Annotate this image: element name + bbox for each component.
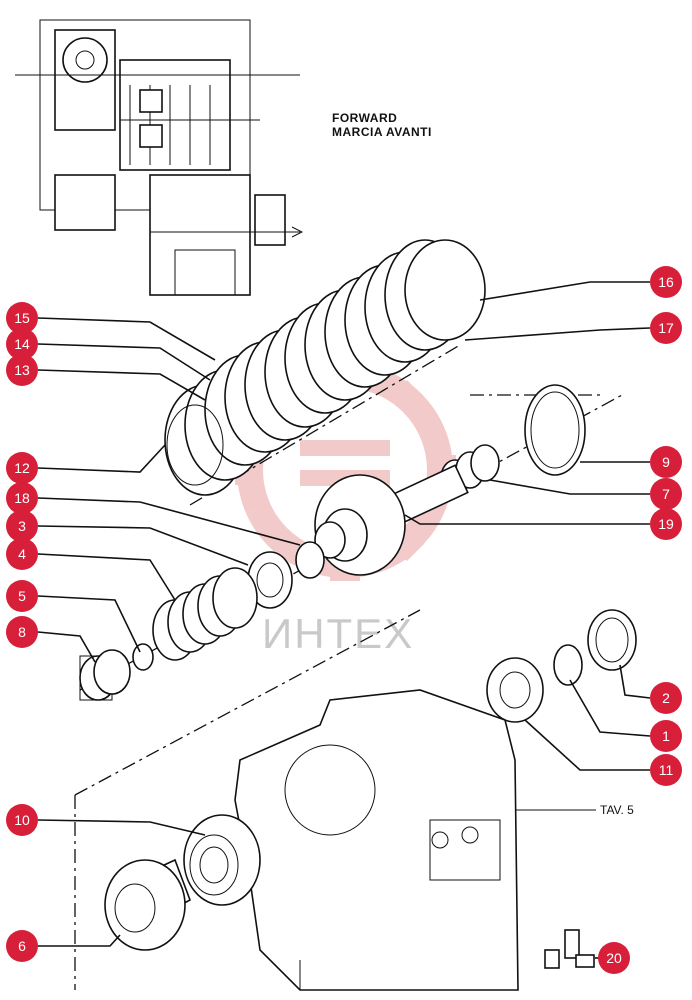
svg-text:6: 6	[18, 938, 26, 954]
callout-17: 17	[650, 312, 682, 344]
callout-11: 11	[650, 754, 682, 786]
clutch-disc-pack	[164, 239, 486, 496]
svg-text:13: 13	[14, 362, 30, 378]
header-line-1: FORWARD	[332, 111, 397, 125]
svg-text:18: 18	[14, 490, 30, 506]
thrust-washer-part	[295, 541, 325, 579]
snap-ring-part	[524, 384, 586, 476]
svg-text:2: 2	[662, 690, 670, 706]
callout-1: 1	[650, 720, 682, 752]
plate-label: TAV. 5	[600, 803, 634, 817]
bush-part	[587, 609, 637, 671]
callout-20: 20	[598, 942, 630, 974]
svg-text:11: 11	[659, 762, 674, 778]
callout-19: 19	[650, 508, 682, 540]
circlip-part	[132, 643, 154, 671]
callout-18: 18	[6, 482, 38, 514]
needle-bearing-part	[79, 649, 131, 701]
callout-7: 7	[650, 478, 682, 510]
svg-text:7: 7	[662, 486, 670, 502]
callout-5: 5	[6, 580, 38, 612]
gear-part	[486, 657, 544, 723]
svg-text:4: 4	[18, 546, 26, 562]
svg-text:1: 1	[662, 728, 670, 744]
callout-2: 2	[650, 682, 682, 714]
callout-16: 16	[650, 266, 682, 298]
sealant-icon	[544, 929, 595, 969]
svg-text:5: 5	[18, 588, 26, 604]
callout-14: 14	[6, 328, 38, 360]
svg-text:12: 12	[14, 460, 30, 476]
ball-bearing-part	[183, 814, 261, 906]
header-line-2: MARCIA AVANTI	[332, 125, 432, 139]
svg-text:9: 9	[662, 454, 670, 470]
callout-8: 8	[6, 616, 38, 648]
transmission-section-drawing	[15, 19, 304, 296]
callout-3: 3	[6, 510, 38, 542]
svg-text:16: 16	[658, 274, 674, 290]
svg-text:8: 8	[18, 624, 26, 640]
callout-15: 15	[6, 302, 38, 334]
svg-text:14: 14	[14, 336, 30, 352]
watermark-text: ИНТЕХ	[262, 610, 414, 657]
housing-part	[234, 689, 519, 991]
callout-13: 13	[6, 354, 38, 386]
callout-4: 4	[6, 538, 38, 570]
callout-9: 9	[650, 446, 682, 478]
svg-text:15: 15	[14, 310, 30, 326]
ring-part	[553, 644, 583, 686]
svg-text:20: 20	[606, 950, 622, 966]
svg-text:19: 19	[658, 516, 674, 532]
callout-10: 10	[6, 804, 38, 836]
svg-text:3: 3	[18, 518, 26, 534]
leader-lines	[37, 281, 651, 959]
svg-text:10: 10	[14, 812, 30, 828]
callout-6: 6	[6, 930, 38, 962]
callout-12: 12	[6, 452, 38, 484]
svg-text:17: 17	[658, 320, 674, 336]
sleeve-part	[104, 858, 191, 951]
spring-stack-part	[152, 567, 258, 661]
clutch-hub-part	[314, 464, 469, 576]
